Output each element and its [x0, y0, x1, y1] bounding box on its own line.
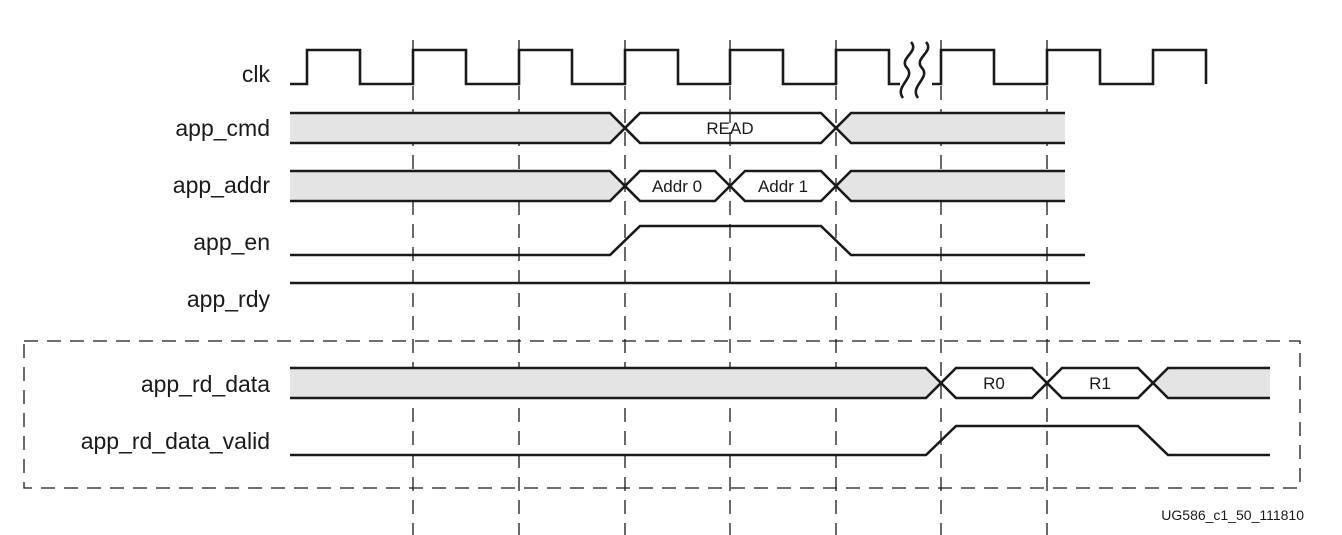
bus-value-r0: R0 [983, 374, 1005, 393]
dont-care-region [836, 171, 1065, 201]
read-data-group-box [23, 340, 1301, 489]
signal-label-app-addr: app_addr [173, 172, 271, 198]
dont-care-region [1153, 368, 1270, 398]
dont-care-region [836, 113, 1065, 143]
app-rd-data-valid-waveform [290, 424, 1270, 457]
app-en-waveform [290, 224, 1085, 257]
clk-waveform [290, 48, 1208, 86]
figure-id: UG586_c1_50_111810 [1161, 507, 1304, 523]
bus-value-r1: R1 [1089, 374, 1111, 393]
signal-labels: clk app_cmd app_addr app_en app_rdy app_… [81, 61, 271, 454]
dont-care-region [290, 113, 625, 143]
signal-label-app-cmd: app_cmd [175, 115, 270, 141]
signal-label-app-rd-data: app_rd_data [141, 371, 270, 397]
dont-care-region [290, 368, 941, 398]
signal-label-app-en: app_en [193, 229, 270, 255]
signal-label-app-rdy: app_rdy [187, 286, 271, 312]
app-cmd-waveform: READ [290, 111, 1065, 145]
app-rd-data-waveform: R0 R1 [290, 366, 1270, 400]
app-addr-waveform: Addr 0 Addr 1 [290, 169, 1065, 203]
bus-value-addr-0: Addr 0 [652, 177, 702, 196]
bus-value-read: READ [706, 119, 753, 138]
break-mark [914, 41, 930, 99]
break-mark [899, 41, 915, 99]
signal-label-clk: clk [242, 61, 271, 87]
dont-care-region [290, 171, 625, 201]
signal-label-app-rd-data-valid: app_rd_data_valid [81, 428, 270, 454]
clock-break-marks [899, 41, 930, 99]
bus-value-addr-1: Addr 1 [758, 177, 808, 196]
